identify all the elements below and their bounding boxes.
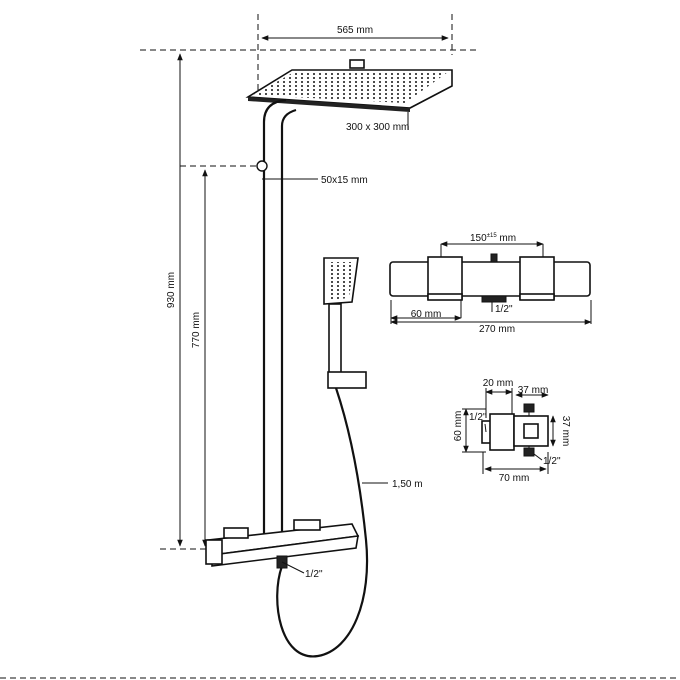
label-side-70: 70 mm xyxy=(499,473,530,484)
mixer-side-view: 20 mm 37 mm 60 mm 1/2'' 37 mm 1/2'' 70 m… xyxy=(453,378,571,484)
label-mixer-end: 60 mm xyxy=(411,309,442,320)
label-mixer-spacing: 150±15 mm xyxy=(470,233,516,244)
dimension-770: 770 mm xyxy=(191,169,208,547)
rain-shower-head xyxy=(245,59,453,112)
mixer-front-view: 150±15 mm 1/2'' 60 mm 270 mm xyxy=(389,233,592,335)
label-side-thread-left: 1/2'' xyxy=(469,412,487,423)
label-mixer-thread: 1/2'' xyxy=(495,304,513,315)
pipe-size-callout: 50x15 mm xyxy=(262,174,368,186)
label-side-20: 20 mm xyxy=(483,378,514,389)
dimension-930: 930 mm xyxy=(166,53,183,547)
label-770: 770 mm xyxy=(191,312,202,348)
label-head-size: 300 x 300 mm xyxy=(346,122,409,133)
label-side-thread-bottom: 1/2'' xyxy=(543,456,561,467)
label-side-37-right: 37 mm xyxy=(560,416,571,447)
shower-column xyxy=(256,98,297,540)
dimension-565: 565 mm xyxy=(261,25,449,41)
thermostatic-valve: 1/2'' xyxy=(205,519,360,580)
head-size-callout: 300 x 300 mm xyxy=(346,112,409,133)
label-side-60: 60 mm xyxy=(453,411,464,442)
label-mixer-length: 270 mm xyxy=(479,324,515,335)
label-side-37-top: 37 mm xyxy=(518,385,549,396)
label-valve-thread: 1/2'' xyxy=(305,569,323,580)
shower-hose: 1,50 m xyxy=(276,387,423,658)
label-565: 565 mm xyxy=(337,25,373,36)
label-pipe-size: 50x15 mm xyxy=(321,175,368,186)
label-930: 930 mm xyxy=(166,272,177,308)
label-hose: 1,50 m xyxy=(392,479,423,490)
hand-shower xyxy=(323,257,367,389)
